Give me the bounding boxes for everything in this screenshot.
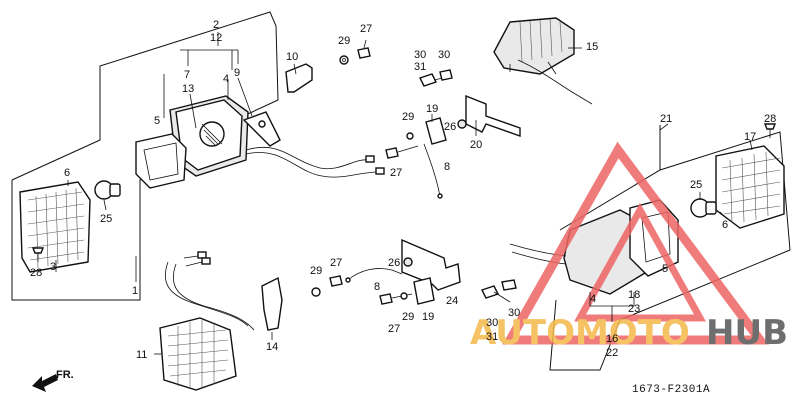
bulb-left — [94, 180, 121, 200]
callout-31a: 31 — [414, 61, 426, 73]
diagram-code: 1673-F2301A — [632, 384, 710, 396]
front-left-lens — [19, 181, 91, 273]
stay-19-top — [425, 117, 447, 145]
assembly-frame-right — [549, 125, 791, 371]
bracket-20 — [465, 94, 521, 137]
wire-left-top — [245, 146, 385, 178]
front-direction-arrow: FR. — [32, 369, 74, 392]
callout-6b: 6 — [722, 219, 728, 231]
callout-1: 1 — [132, 285, 138, 297]
rear-left-lamp-11 — [159, 317, 237, 391]
callout-9: 9 — [234, 67, 240, 79]
callout-22: 22 — [606, 347, 618, 359]
callout-29a: 29 — [338, 35, 350, 47]
callout-5b: 5 — [662, 263, 668, 275]
callout-8b: 8 — [374, 281, 380, 293]
watermark-triangle-inner — [574, 202, 706, 322]
callout-24: 24 — [446, 295, 458, 307]
callout-31b: 31 — [486, 331, 498, 343]
stay-19-bottom — [413, 277, 435, 305]
front-arrow-label: FR. — [56, 369, 74, 381]
bolt-30-31-top — [419, 69, 453, 87]
callout-14: 14 — [266, 341, 278, 353]
callout-6a: 6 — [64, 167, 70, 179]
callout-5a: 5 — [154, 115, 160, 127]
front-right-lens-17 — [715, 145, 785, 229]
leader-lines — [55, 32, 753, 355]
callout-21: 21 — [660, 113, 672, 125]
callout-8a: 8 — [444, 161, 450, 173]
screw-28-right — [763, 123, 777, 138]
callout-28a: 28 — [30, 267, 42, 279]
callout-29d: 29 — [402, 311, 414, 323]
callout-27a: 27 — [360, 23, 372, 35]
bolt-27-lower — [379, 292, 413, 305]
callout-25b: 25 — [690, 179, 702, 191]
grommet-26-bottom — [403, 257, 413, 267]
callout-26b: 26 — [388, 257, 400, 269]
housing-left — [169, 95, 249, 177]
callout-28b: 28 — [764, 113, 776, 125]
callout-27b: 27 — [390, 167, 402, 179]
callout-3: 3 — [50, 261, 56, 273]
watermark: AUTOMOTO HUB — [470, 141, 788, 353]
callout-27c: 27 — [330, 257, 342, 269]
screw-28-left — [31, 247, 45, 262]
bolt-27-bottom — [329, 275, 343, 287]
callout-2: 2 — [213, 19, 219, 31]
watermark-text-hub: HUB — [706, 313, 788, 353]
bracket-10 — [285, 63, 313, 93]
bolt-30-31-bottom — [481, 279, 517, 303]
callout-30c: 30 — [508, 307, 520, 319]
callout-29b: 29 — [402, 111, 414, 123]
callout-4b: 4 — [590, 293, 596, 305]
callout-27d: 27 — [388, 323, 400, 335]
wire-8-bottom — [345, 268, 403, 283]
callout-30d: 30 — [486, 317, 498, 329]
callout-30b: 30 — [438, 49, 450, 61]
callout-12: 12 — [210, 32, 222, 44]
reflector-left — [135, 133, 187, 189]
washer-29-bottom — [311, 287, 321, 297]
callout-26a: 26 — [444, 121, 456, 133]
housing-right — [509, 199, 679, 295]
callout-4a: 4 — [223, 73, 229, 85]
callout-25a: 25 — [100, 213, 112, 225]
bulb-right — [690, 198, 717, 218]
watermark-triangle-outer — [502, 141, 769, 345]
wire-8-top — [423, 143, 443, 199]
callout-16: 16 — [606, 333, 618, 345]
wire-1-lower — [164, 251, 255, 331]
callout-10: 10 — [286, 51, 298, 63]
grommet-26-top — [457, 119, 467, 129]
bolt-27-top — [357, 39, 371, 59]
callout-11: 11 — [136, 349, 147, 361]
callout-15: 15 — [586, 41, 598, 53]
callout-7: 7 — [184, 69, 190, 81]
callout-17: 17 — [744, 131, 756, 143]
callout-18: 18 — [628, 289, 640, 301]
watermark-text-automoto: AUTOMOTO — [470, 313, 690, 353]
callout-30a: 30 — [414, 49, 426, 61]
washer-29-top — [339, 55, 349, 65]
bracket-14 — [261, 276, 283, 331]
callout-23: 23 — [628, 303, 640, 315]
bracket-24 — [401, 238, 461, 291]
bolt-27-mid — [385, 132, 419, 159]
rear-lamp-15 — [493, 17, 593, 105]
callout-13: 13 — [182, 83, 194, 95]
callout-labels: 2 12 7 9 4 13 5 10 29 27 6 25 3 28 1 30 … — [30, 19, 776, 361]
callout-29c: 29 — [310, 265, 322, 277]
callout-20: 20 — [470, 139, 482, 151]
stay-left-arm — [242, 111, 281, 147]
callout-19b: 19 — [422, 311, 434, 323]
callout-19a: 19 — [426, 103, 438, 115]
